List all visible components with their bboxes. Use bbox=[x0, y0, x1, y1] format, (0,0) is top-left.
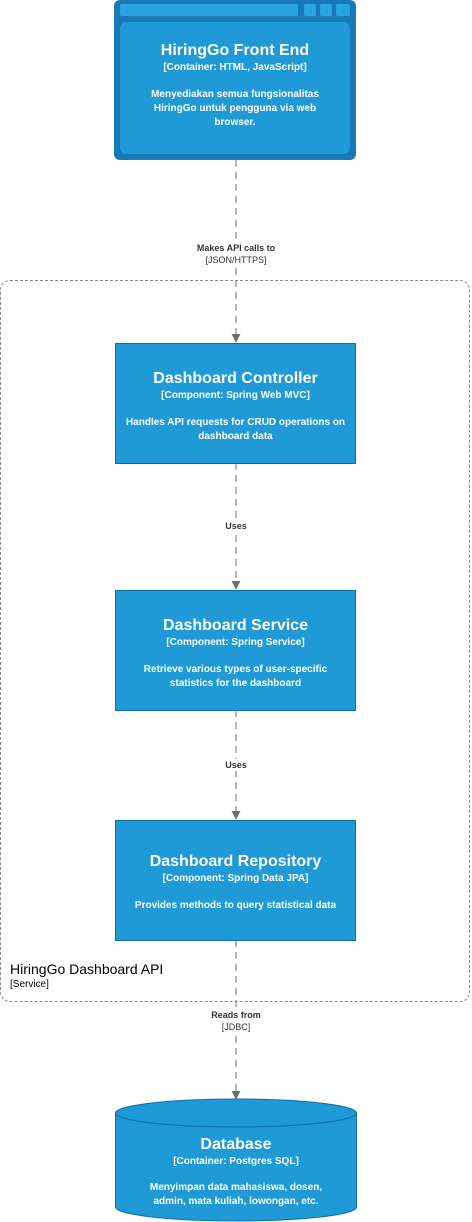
webapp-window-button bbox=[320, 4, 332, 16]
edge-label-text: Uses bbox=[223, 759, 249, 771]
frontend-container[interactable]: HiringGo Front End [Container: HTML, Jav… bbox=[114, 0, 356, 160]
boundary-title: HiringGo Dashboard API bbox=[10, 961, 164, 977]
edge-label-repository-to-database: Reads from [JDBC] bbox=[156, 1009, 316, 1033]
database-title: Database bbox=[200, 1136, 272, 1153]
database-body bbox=[115, 1113, 357, 1222]
webapp-address-bar bbox=[120, 4, 298, 16]
controller-title: Dashboard Controller bbox=[153, 370, 318, 387]
database-top bbox=[115, 1098, 357, 1128]
webapp-window-button bbox=[304, 4, 316, 16]
frontend-body: HiringGo Front End [Container: HTML, Jav… bbox=[120, 22, 350, 154]
database-cylinder[interactable] bbox=[115, 1098, 357, 1222]
edge-label-technology: [JSON/HTTPS] bbox=[156, 254, 316, 266]
frontend-title: HiringGo Front End bbox=[160, 42, 310, 59]
frontend-description: Menyediakan semua fungsionalitas HiringG… bbox=[151, 89, 319, 128]
service-boundary bbox=[0, 280, 470, 1002]
database-text: Database [Container: Postgres SQL] Menyi… bbox=[115, 1135, 357, 1209]
edge-label-frontend-to-controller: Makes API calls to [JSON/HTTPS] bbox=[156, 242, 316, 266]
repository-component[interactable]: Dashboard Repository [Component: Spring … bbox=[115, 820, 356, 941]
controller-description: Handles API requests for CRUD operations… bbox=[125, 417, 346, 442]
database-technology: [Container: Postgres SQL] bbox=[173, 1156, 299, 1167]
frontend-technology: [Container: HTML, JavaScript] bbox=[163, 62, 307, 73]
controller-component[interactable]: Dashboard Controller [Component: Spring … bbox=[115, 343, 356, 464]
repository-title: Dashboard Repository bbox=[149, 853, 322, 870]
controller-technology: [Component: Spring Web MVC] bbox=[161, 390, 310, 401]
edge-label-controller-to-service: Uses bbox=[156, 520, 316, 532]
service-technology: [Component: Spring Service] bbox=[166, 637, 305, 648]
database-description: Menyimpan data mahasiswa, dosen, admin, … bbox=[149, 1182, 323, 1207]
repository-description: Provides methods to query statistical da… bbox=[134, 900, 337, 911]
service-description: Retrieve various types of user-specific … bbox=[143, 664, 328, 689]
edge-label-text: Makes API calls to bbox=[156, 242, 316, 254]
repository-technology: [Component: Spring Data JPA] bbox=[162, 873, 309, 884]
edge-label-text: Reads from bbox=[156, 1009, 316, 1021]
service-component[interactable]: Dashboard Service [Component: Spring Ser… bbox=[115, 590, 356, 711]
service-title: Dashboard Service bbox=[163, 617, 308, 634]
edge-label-service-to-repository: Uses bbox=[156, 759, 316, 771]
edge-label-technology: [JDBC] bbox=[156, 1021, 316, 1033]
webapp-window-button bbox=[336, 4, 350, 16]
edge-label-text: Uses bbox=[223, 520, 249, 532]
boundary-type: [Service] bbox=[10, 979, 49, 990]
